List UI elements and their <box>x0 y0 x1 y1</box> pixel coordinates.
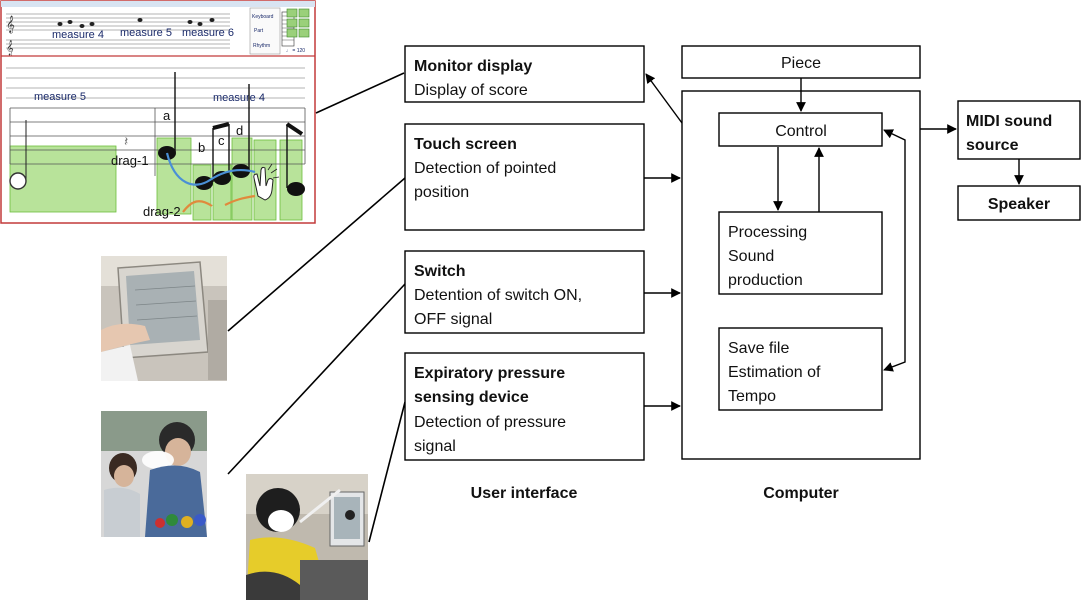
computer-block: Control Processing Sound production Save… <box>681 90 921 460</box>
half-note-icon <box>9 172 27 190</box>
box-text: Speaker <box>988 196 1050 213</box>
box-text: Detection of pressure <box>414 414 566 431</box>
pressure-device-user-photo <box>246 474 368 600</box>
rest-icon: 𝄽 <box>124 133 128 149</box>
touch-screen-box: Touch screen Detection of pointed positi… <box>404 123 645 231</box>
drag-label: drag-1 <box>111 153 149 168</box>
touch-screen-user-photo <box>101 256 227 381</box>
save-file-box: Save file Estimation of Tempo <box>718 327 883 411</box>
top-staff-notes <box>57 18 215 28</box>
leader-line <box>315 72 405 114</box>
box-text: source <box>966 137 1019 154</box>
box-text: MIDI sound <box>966 113 1052 130</box>
box-text: Piece <box>781 55 821 72</box>
measure-label: measure 4 <box>213 92 265 104</box>
drag2-path <box>182 194 256 213</box>
box-title: Monitor display <box>414 58 532 75</box>
box-title: Touch screen <box>414 136 517 153</box>
note-label-b: b <box>198 140 205 155</box>
switch-users-photo <box>101 411 207 537</box>
tempo-readout: ♩ = 120 <box>286 48 305 54</box>
note-label-d: d <box>236 123 243 138</box>
switch-box: Switch Detention of switch ON, OFF signa… <box>404 250 645 334</box>
note-highlight <box>279 139 303 221</box>
side-panel <box>249 7 281 55</box>
box-text: position <box>414 184 469 201</box>
box-text: Estimation of <box>728 364 821 381</box>
top-score-panel: 𝄞 measure 4 measure 5 measure 6 𝄞 Keyboa… <box>6 7 310 56</box>
monitor-display-box: Monitor display Display of score <box>404 45 645 103</box>
main-score-panel: measure 5 measure 4 𝄽 <box>6 67 306 221</box>
top-measure-label: measure 4 <box>52 29 104 41</box>
box-text: Control <box>775 123 827 140</box>
drag-label: drag-2 <box>143 204 181 219</box>
side-label: Part <box>254 28 264 34</box>
leader-line <box>368 401 406 543</box>
box-title: Switch <box>414 263 466 280</box>
measure-label: measure 5 <box>34 91 86 103</box>
box-text: Tempo <box>728 388 776 405</box>
side-label: Keyboard <box>252 14 274 20</box>
box-text: Save file <box>728 340 789 357</box>
treble-clef-icon: 𝄞 <box>6 40 14 56</box>
speaker-box: Speaker <box>957 185 1081 221</box>
top-measure-label: measure 6 <box>182 27 234 39</box>
pointing-hand-icon <box>253 163 280 201</box>
arrow-to-monitor <box>645 73 683 124</box>
top-measure-label: measure 5 <box>120 27 172 39</box>
window-titlebar <box>1 1 315 7</box>
note-highlight <box>9 145 117 213</box>
box-text: Sound <box>728 248 774 265</box>
score-software-screenshot: 𝄞 measure 4 measure 5 measure 6 𝄞 Keyboa… <box>0 0 316 224</box>
note-label-a: a <box>163 108 171 123</box>
box-text: signal <box>414 438 456 455</box>
box-text: production <box>728 272 803 289</box>
treble-clef-icon: 𝄞 <box>6 16 15 33</box>
computer-caption: Computer <box>763 485 839 502</box>
box-text: Processing <box>728 224 807 241</box>
note-highlight <box>192 164 212 221</box>
note-label-c: c <box>218 133 225 148</box>
box-text: Detection of pointed <box>414 160 556 177</box>
box-text: Detention of switch ON, <box>414 287 582 304</box>
box-text: OFF signal <box>414 311 492 328</box>
control-box: Control <box>718 112 883 147</box>
side-label: Rhythm <box>253 43 270 49</box>
part-buttons[interactable] <box>286 8 310 38</box>
user-interface-caption: User interface <box>471 485 578 502</box>
processing-box: Processing Sound production <box>718 211 883 295</box>
midi-source-box: MIDI sound source <box>957 100 1081 160</box>
pressure-device-box: Expiratory pressure sensing device Detec… <box>404 352 645 461</box>
arrow-control-save-bidirectional <box>883 129 906 372</box>
leader-line <box>227 283 406 475</box>
drag1-path <box>165 152 256 186</box>
piece-box: Piece <box>681 45 921 79</box>
box-text: Display of score <box>414 82 528 99</box>
leader-line <box>227 177 406 332</box>
box-title: Expiratory pressure <box>414 365 565 382</box>
box-title: sensing device <box>414 389 529 406</box>
